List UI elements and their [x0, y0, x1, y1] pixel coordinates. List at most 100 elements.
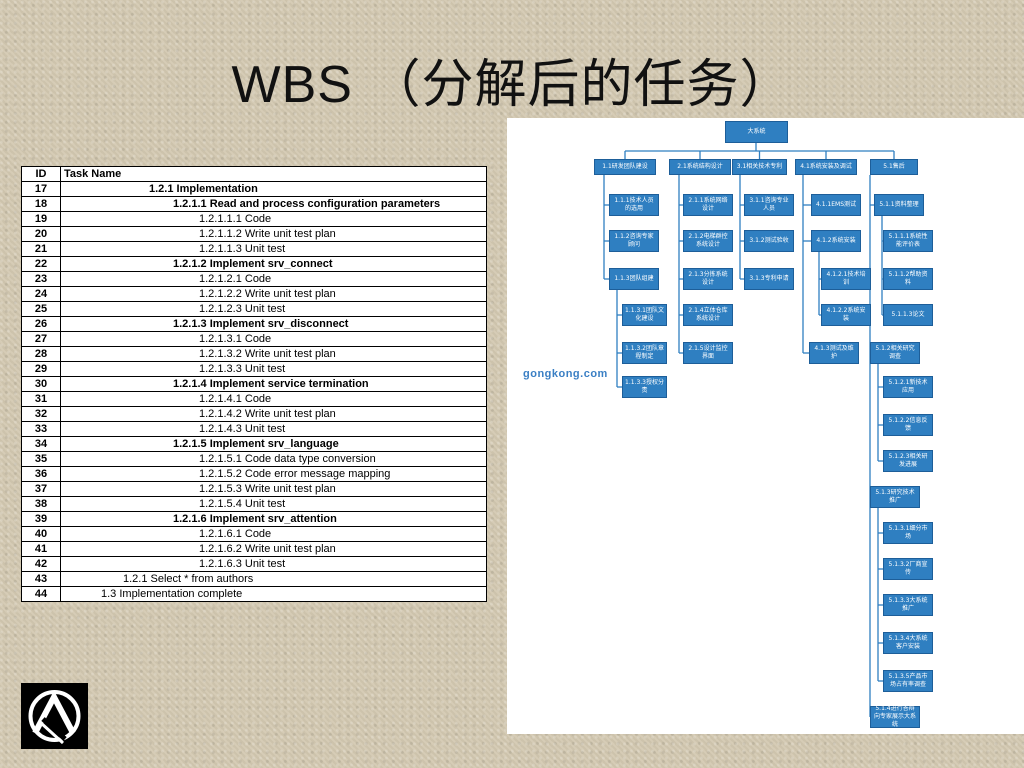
wbs-node-c5-3-5: 5.1.3.5产品市场占有率调查	[883, 670, 933, 692]
task-name-cell: 1.2.1.4.1 Code	[60, 391, 487, 407]
task-name-cell: 1.2.1.1.3 Unit test	[60, 241, 487, 257]
wbs-node-c5-1-2: 5.1.1.2帮助资料	[883, 268, 933, 290]
task-name-cell: 1.2.1.5.4 Unit test	[60, 496, 487, 512]
task-name-cell: 1.2.1.3.3 Unit test	[60, 361, 487, 377]
wbs-node-c5: 5.1售后	[870, 159, 918, 175]
wbs-node-c5-3-2: 5.1.3.2厂商宣传	[883, 558, 933, 580]
wbs-node-c1-3: 1.1.3团队组建	[609, 268, 659, 290]
task-name-cell: 1.2.1.5.2 Code error message mapping	[60, 466, 487, 482]
task-name-cell: 1.2.1.1.1 Code	[60, 211, 487, 227]
task-name-cell: 1.2.1.6.3 Unit test	[60, 556, 487, 572]
wbs-node-c5-2-3: 5.1.2.3相关研发进展	[883, 450, 933, 472]
task-name-cell: 1.2.1.1.2 Write unit test plan	[60, 226, 487, 242]
wbs-node-c5-2-1: 5.1.2.1新技术应用	[883, 376, 933, 398]
wbs-node-c4-3: 4.1.3测试及维护	[809, 342, 859, 364]
wbs-node-c4-2-2: 4.1.2.2系统安装	[821, 304, 871, 326]
wbs-node-c4-2-1: 4.1.2.1技术培训	[821, 268, 871, 290]
task-name-cell: 1.2.1.3.2 Write unit test plan	[60, 346, 487, 362]
wbs-node-c5-2: 5.1.2相关研究调查	[870, 342, 920, 364]
wbs-node-c5-3-4: 5.1.3.4大系统客户安装	[883, 632, 933, 654]
task-id-cell: 44	[21, 586, 61, 602]
task-id-cell: 20	[21, 226, 61, 242]
task-id-cell: 36	[21, 466, 61, 482]
wbs-node-c3-3: 3.1.3专利申请	[744, 268, 794, 290]
table-header-row: ID Task Name	[21, 166, 487, 182]
task-id-cell: 33	[21, 421, 61, 437]
task-id-cell: 26	[21, 316, 61, 332]
wbs-node-c5-4: 5.1.4进行答辩向专家展示大系统	[870, 705, 920, 728]
wbs-node-c2-4: 2.1.4立体仓库系统设计	[683, 304, 733, 326]
wbs-node-c5-1-1: 5.1.1.1系统性能评价表	[883, 230, 933, 252]
wbs-node-root: 大系统	[725, 121, 788, 143]
wbs-node-c3-2: 3.1.2测试验收	[744, 230, 794, 252]
task-id-cell: 30	[21, 376, 61, 392]
wbs-node-c3: 3.1相关技术专利	[732, 159, 787, 175]
task-id-cell: 35	[21, 451, 61, 467]
wbs-node-c2-1: 2.1.1系统网络设计	[683, 194, 733, 216]
task-id-cell: 22	[21, 256, 61, 272]
task-id-cell: 43	[21, 571, 61, 587]
task-id-cell: 27	[21, 331, 61, 347]
task-id-cell: 28	[21, 346, 61, 362]
task-name-cell: 1.2.1.6 Implement srv_attention	[60, 511, 487, 527]
task-id-cell: 39	[21, 511, 61, 527]
task-name-cell: 1.2.1.5.1 Code data type conversion	[60, 451, 487, 467]
task-name-cell: 1.2.1.2.3 Unit test	[60, 301, 487, 317]
wbs-node-c5-3: 5.1.3研究技术推广	[870, 486, 920, 508]
column-header-task-name: Task Name	[60, 166, 487, 182]
wbs-node-c4: 4.1系统安装及调试	[795, 159, 857, 175]
wbs-node-c2-2: 2.1.2电梯群控系统设计	[683, 230, 733, 252]
task-name-cell: 1.2.1.4.2 Write unit test plan	[60, 406, 487, 422]
wbs-node-c1-1: 1.1.1技术人员的选用	[609, 194, 659, 216]
task-id-cell: 34	[21, 436, 61, 452]
task-id-cell: 17	[21, 181, 61, 197]
wbs-node-c5-3-3: 5.1.3.3大系统推广	[883, 594, 933, 616]
task-id-cell: 24	[21, 286, 61, 302]
task-name-cell: 1.2.1.5 Implement srv_language	[60, 436, 487, 452]
task-name-cell: 1.3 Implementation complete	[60, 586, 487, 602]
task-id-cell: 40	[21, 526, 61, 542]
wbs-node-c5-2-2: 5.1.2.2信息反馈	[883, 414, 933, 436]
task-id-cell: 21	[21, 241, 61, 257]
wbs-node-c5-1-3: 5.1.1.3论文	[883, 304, 933, 326]
task-id-cell: 25	[21, 301, 61, 317]
wbs-node-c1: 1.1研发团队建设	[594, 159, 656, 175]
task-name-cell: 1.2.1.3.1 Code	[60, 331, 487, 347]
task-name-cell: 1.2.1.1 Read and process configuration p…	[60, 196, 487, 212]
task-name-cell: 1.2.1.5.3 Write unit test plan	[60, 481, 487, 497]
task-name-cell: 1.2.1 Implementation	[60, 181, 487, 197]
task-id-cell: 31	[21, 391, 61, 407]
task-name-cell: 1.2.1.6.2 Write unit test plan	[60, 541, 487, 557]
task-id-cell: 19	[21, 211, 61, 227]
task-id-cell: 41	[21, 541, 61, 557]
task-id-cell: 42	[21, 556, 61, 572]
wbs-node-c5-1: 5.1.1资料整理	[874, 194, 924, 216]
task-name-cell: 1.2.1.6.1 Code	[60, 526, 487, 542]
task-id-cell: 38	[21, 496, 61, 512]
